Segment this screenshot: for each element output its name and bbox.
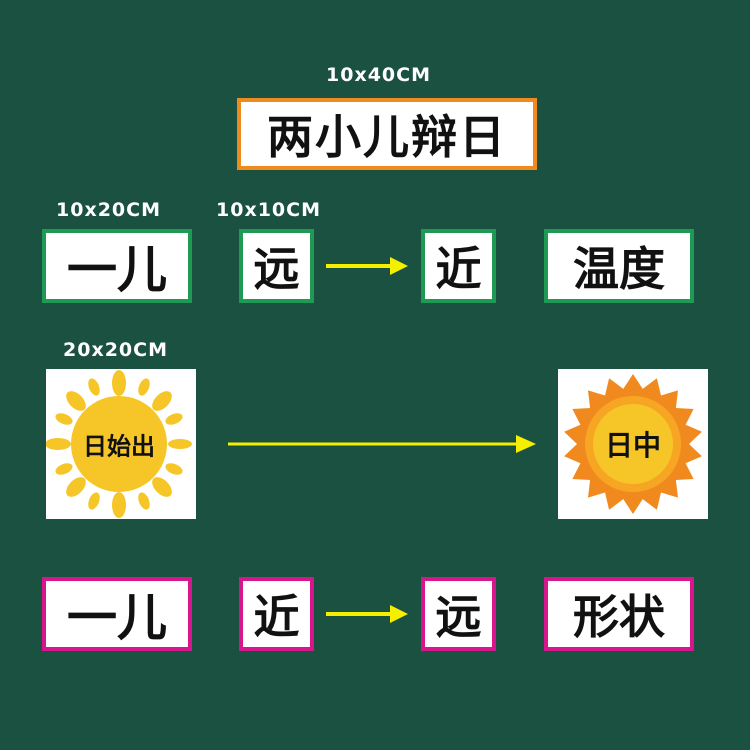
sun-arrow-icon <box>228 435 536 453</box>
morning-sun-card: 日始出 <box>46 369 196 519</box>
row1-speaker-text: 一儿 <box>67 240 167 299</box>
noon-sun-card: 日中 <box>558 369 708 519</box>
row1-speaker-card: 一儿 <box>42 229 192 303</box>
size-label-20x20: 20x20CM <box>63 339 168 361</box>
size-label-10x20: 10x20CM <box>56 199 161 221</box>
row1-from-text: 远 <box>253 242 300 296</box>
row2-to-card: 远 <box>421 577 496 651</box>
title-text: 两小儿辩日 <box>267 110 507 164</box>
row2-speaker-text: 一儿 <box>67 588 167 647</box>
row2-basis-text: 形状 <box>573 590 665 644</box>
row1-basis-text: 温度 <box>573 242 665 296</box>
row2-arrow-icon <box>326 605 408 623</box>
size-label-10x10: 10x10CM <box>216 199 321 221</box>
title-size-label: 10x40CM <box>326 64 431 86</box>
morning-sun-text: 日始出 <box>83 432 155 461</box>
row2-to-text: 远 <box>435 590 482 644</box>
row1-basis-card: 温度 <box>544 229 694 303</box>
row1-from-card: 远 <box>239 229 314 303</box>
row2-speaker-card: 一儿 <box>42 577 192 651</box>
row2-from-card: 近 <box>239 577 314 651</box>
row1-to-text: 近 <box>435 242 482 296</box>
noon-sun-icon <box>564 374 702 514</box>
noon-sun-text: 日中 <box>604 429 662 462</box>
row2-from-text: 近 <box>253 590 300 644</box>
morning-sun-icon <box>46 370 192 518</box>
row1-arrow-icon <box>326 257 408 275</box>
row1-to-card: 近 <box>421 229 496 303</box>
row2-basis-card: 形状 <box>544 577 694 651</box>
title-card: 两小儿辩日 <box>237 98 537 170</box>
